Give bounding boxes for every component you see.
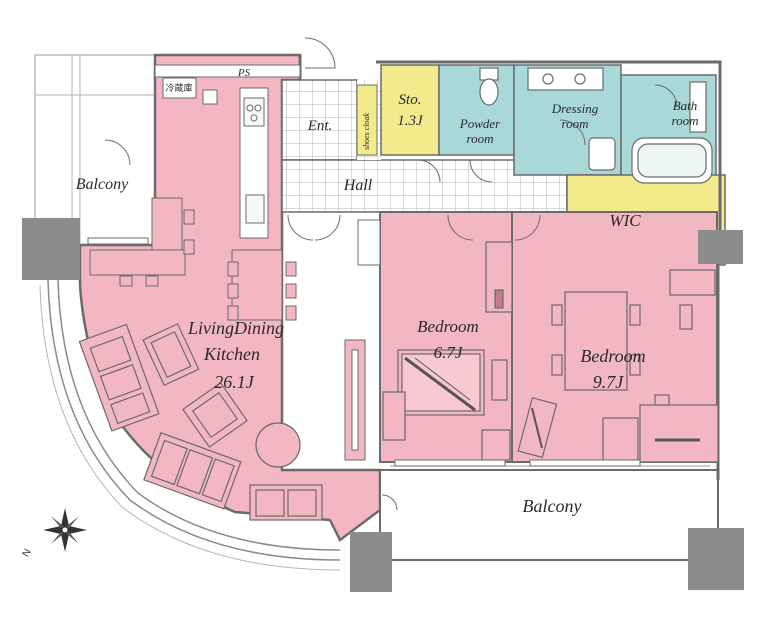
ldk-label-1: LivingDining bbox=[187, 318, 284, 338]
bedroom2-name-label: Bedroom bbox=[580, 346, 645, 366]
bedroom2-size-label: 9.7J bbox=[593, 372, 625, 392]
bedroom1-name-label: Bedroom bbox=[417, 317, 479, 336]
wic-label: WIC bbox=[609, 211, 641, 230]
hall-label: Hall bbox=[343, 177, 373, 194]
living-sofas bbox=[78, 323, 323, 521]
ldk-label-2: Kitchen bbox=[203, 344, 260, 364]
dressing-label-1: Dressing bbox=[551, 101, 599, 116]
storage-size-label: 1.3J bbox=[397, 113, 424, 129]
compass-rose-icon bbox=[43, 508, 87, 552]
storage-room bbox=[380, 64, 440, 156]
compass-north-label: N bbox=[21, 547, 34, 559]
pipe-space bbox=[154, 64, 301, 78]
duct-space bbox=[357, 219, 381, 266]
balcony-left-label: Balcony bbox=[76, 176, 129, 193]
powder-room bbox=[438, 64, 515, 156]
fridge-label: 冷蔵庫 bbox=[165, 82, 192, 94]
bath-label-1: Bath bbox=[673, 98, 698, 113]
curved-balcony-railing bbox=[39, 279, 341, 571]
powder-label-1: Powder bbox=[459, 116, 501, 131]
powder-label-2: room bbox=[467, 131, 494, 146]
appliance bbox=[202, 89, 218, 105]
bedroom2-furniture bbox=[517, 269, 719, 463]
kitchen-counter bbox=[231, 87, 283, 321]
entrance-floor bbox=[281, 79, 358, 161]
ps-label: PS bbox=[237, 67, 251, 79]
balcony-bottom-label: Balcony bbox=[523, 496, 582, 516]
balcony-left-area bbox=[34, 54, 156, 246]
ent-label: Ent. bbox=[307, 118, 333, 134]
fridge bbox=[162, 77, 197, 99]
dressing-label-2: room bbox=[562, 116, 589, 131]
wet-fixtures bbox=[479, 67, 713, 184]
storage-name-label: Sto. bbox=[399, 92, 422, 108]
balcony-bottom-area bbox=[379, 469, 719, 561]
bath-label-2: room bbox=[672, 113, 699, 128]
structural-columns bbox=[22, 218, 744, 592]
windows bbox=[87, 237, 641, 467]
door-swings bbox=[104, 37, 678, 511]
shoes-cloak-label: shoes cloak bbox=[362, 112, 371, 150]
ldk-size-label: 26.1J bbox=[214, 372, 255, 392]
tv bbox=[351, 349, 359, 451]
dining-set bbox=[89, 197, 297, 321]
bedroom1-size-label: 6.7J bbox=[434, 343, 464, 362]
shoes-cloak bbox=[356, 84, 378, 156]
